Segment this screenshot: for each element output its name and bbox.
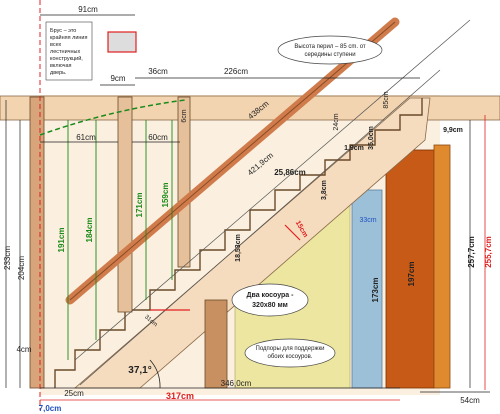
label-91: 91cm	[78, 5, 98, 14]
note-supports-bubble	[244, 338, 336, 368]
under-stair-panel-blue	[351, 189, 383, 389]
note-supports-1: Подпоры для поддержки	[256, 346, 325, 352]
label-70: 7,0cm	[39, 404, 62, 413]
note-stringers-bubble	[231, 283, 309, 317]
stair-steps	[54, 98, 423, 388]
label-184: 184cm	[85, 218, 94, 243]
support-under-stringer	[204, 299, 228, 389]
label-3460: 346,0cm	[221, 379, 252, 388]
post-middle-2	[177, 96, 191, 268]
note-brus-3: всех	[50, 42, 62, 48]
label-99: 9,9cm	[443, 127, 463, 134]
label-85: 85cm	[383, 91, 390, 108]
label-233: 233cm	[3, 246, 12, 270]
note-brus-7: дверь.	[50, 70, 67, 76]
label-1853: 18,53cm	[235, 234, 242, 262]
label-317: 317cm	[166, 391, 194, 401]
note-brus-4: лестничных	[50, 49, 81, 55]
note-stringers-1: Два косоура -	[247, 292, 295, 299]
label-60: 60cm	[148, 133, 168, 142]
label-angle: 37,1°	[128, 365, 151, 376]
label-36: 36cm	[148, 67, 168, 76]
note-railing-1: Высота перил – 85 cm. от	[294, 44, 366, 50]
label-24: 24cm	[333, 113, 340, 130]
label-2577: 257,7cm	[467, 236, 476, 268]
label-54: 54cm	[460, 396, 480, 405]
note-brus-5: конструкций,	[50, 55, 83, 62]
label-191: 191cm	[57, 228, 66, 253]
label-38: 3,8cm	[321, 180, 328, 200]
label-173: 173cm	[371, 278, 380, 303]
under-stair-panel-orange-dark	[385, 149, 435, 389]
label-197: 197cm	[407, 262, 416, 287]
label-159: 159cm	[161, 183, 170, 208]
label-226: 226cm	[224, 67, 248, 76]
under-stair-panel-orange	[433, 144, 451, 389]
handrail-edge	[69, 21, 396, 301]
note-railing-2: середины ступени	[304, 52, 355, 58]
label-9: 9cm	[110, 74, 125, 83]
label-61: 61cm	[76, 133, 96, 142]
post-left	[29, 96, 45, 389]
angle-arc	[149, 359, 161, 389]
red-square-marker	[107, 31, 137, 53]
label-2557: 255,7cm	[484, 236, 493, 268]
dim-line-4219	[79, 69, 441, 386]
label-171: 171cm	[135, 193, 144, 218]
note-stringers-2: 320x80 мм	[252, 302, 288, 309]
dim-line-438	[74, 19, 471, 361]
label-350: 35,0cm	[368, 126, 375, 150]
note-brus-1: Брус – это	[50, 28, 76, 34]
red-marker-15	[284, 224, 301, 241]
note-brus-2: крайняя линия	[50, 34, 88, 41]
note-railing-bubble	[277, 35, 383, 65]
label-2586: 25,86cm	[274, 168, 306, 177]
green-dashed-arc	[39, 99, 186, 136]
label-204: 204cm	[17, 256, 26, 280]
note-box-brus	[45, 21, 93, 81]
label-19: 1,9cm	[344, 145, 364, 152]
label-6: 6cm	[181, 109, 188, 122]
label-4: 4cm	[16, 345, 31, 354]
label-25: 25cm	[64, 389, 84, 398]
note-supports-2: обоих косоуров.	[268, 354, 313, 360]
label-33: 33cm	[359, 217, 376, 224]
post-middle-1	[117, 96, 133, 313]
note-brus-6: включая	[50, 63, 72, 69]
